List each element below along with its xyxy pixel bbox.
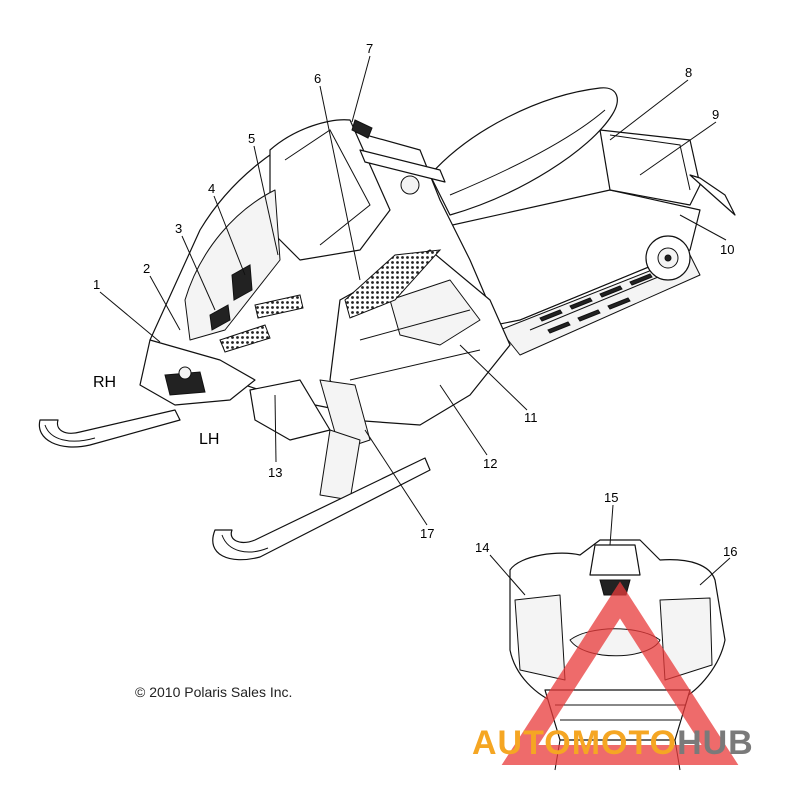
watermark-text: AUTOMOTOHUB [472, 724, 754, 762]
copyright-notice: © 2010 Polaris Sales Inc. [135, 684, 292, 700]
watermark-logo [501, 581, 739, 765]
callout-6: 6 [314, 71, 321, 86]
callout-10: 10 [720, 242, 734, 257]
running-board-treads [539, 273, 653, 334]
watermark-text-secondary: HUB [677, 724, 754, 762]
callout-12: 12 [483, 456, 497, 471]
callout-5: 5 [248, 131, 255, 146]
callout-8: 8 [685, 65, 692, 80]
callout-4: 4 [208, 181, 215, 196]
callout-7: 7 [366, 41, 373, 56]
leader-lines [99, 55, 731, 596]
callout-16: 16 [723, 544, 737, 559]
callout-1: 1 [93, 277, 100, 292]
side-label-left: LH [199, 431, 219, 448]
side-label-right: RH [93, 374, 116, 391]
callout-labels: 1 2 3 4 5 6 7 8 9 10 11 12 13 14 15 16 1… [93, 41, 737, 559]
watermark-triangle-icon [501, 581, 739, 765]
callout-15: 15 [604, 490, 618, 505]
callout-17: 17 [420, 526, 434, 541]
callout-13: 13 [268, 465, 282, 480]
callout-11: 11 [524, 410, 538, 425]
callout-2: 2 [143, 261, 150, 276]
callout-9: 9 [712, 107, 719, 122]
watermark-text-primary: AUTOMOTO [472, 724, 677, 762]
callout-3: 3 [175, 221, 182, 236]
callout-14: 14 [475, 540, 489, 555]
snowmobile-illustration [38, 87, 736, 561]
